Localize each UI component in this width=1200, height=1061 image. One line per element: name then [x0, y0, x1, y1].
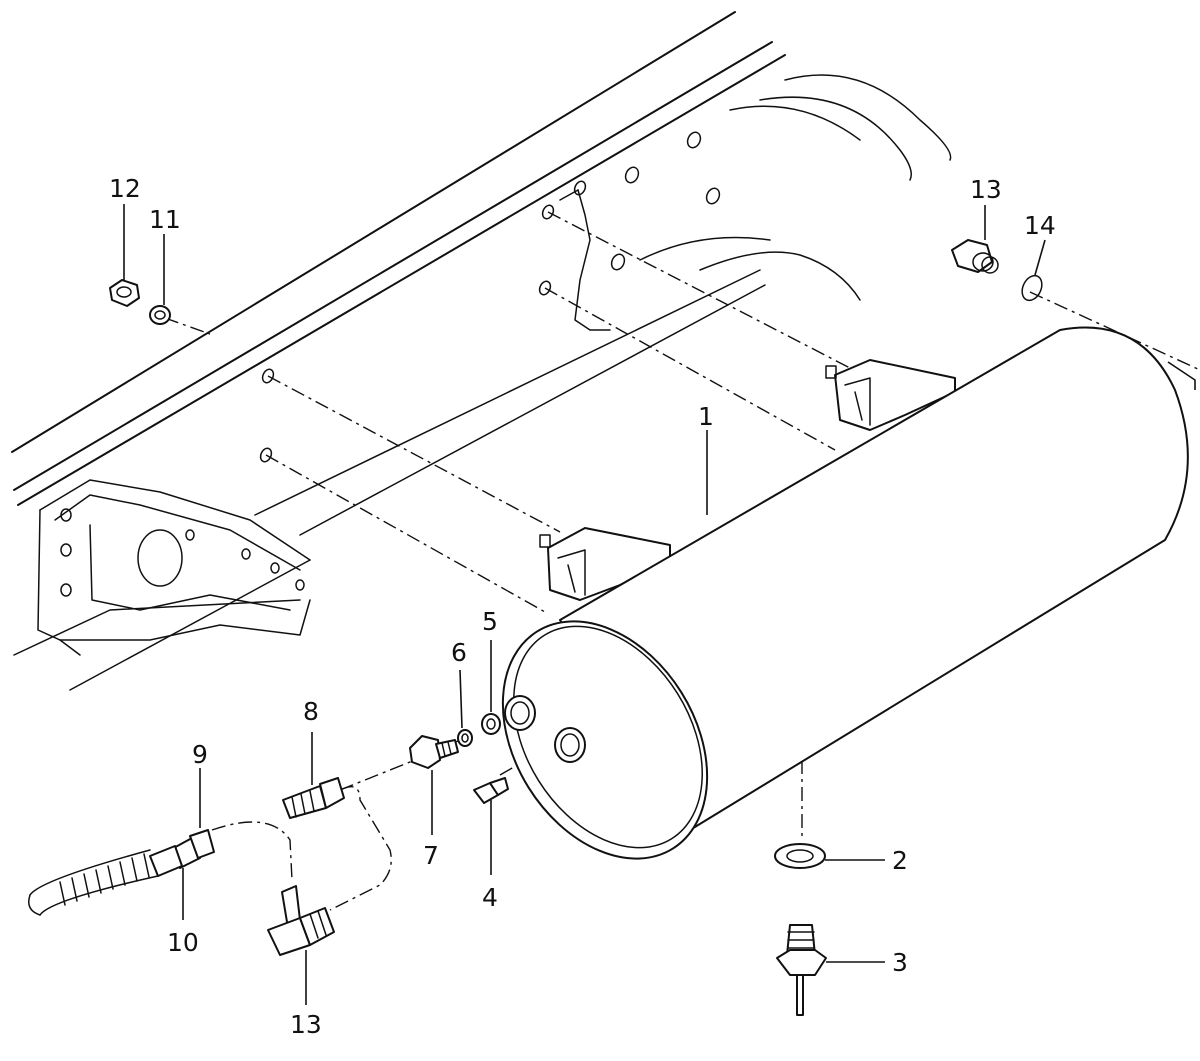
callout-8: 8 [303, 697, 319, 726]
washer-11 [149, 305, 171, 325]
callout-labels: 1 2 3 4 5 6 7 8 9 10 11 12 13 13 14 [109, 174, 1056, 1039]
callout-3: 3 [892, 948, 908, 977]
plug-7 [409, 735, 459, 769]
leader-lines [123, 204, 1196, 1005]
callout-10: 10 [167, 928, 199, 957]
air-tank [501, 326, 1189, 860]
corrugated-hose [28, 849, 159, 916]
connector-8 [282, 777, 345, 819]
callout-5: 5 [482, 607, 498, 636]
callout-6: 6 [451, 638, 467, 667]
plug-4 [473, 777, 509, 804]
nut-12 [109, 279, 140, 307]
drain-valve-3 [776, 924, 827, 1016]
callout-14: 14 [1024, 211, 1056, 240]
o-ring-14 [1021, 274, 1043, 302]
callout-13-top: 13 [970, 175, 1002, 204]
callout-4: 4 [482, 883, 498, 912]
nut-13-top [951, 239, 999, 274]
washer-5 [481, 713, 501, 735]
callout-13-bottom: 13 [290, 1010, 322, 1039]
callout-2: 2 [892, 846, 908, 875]
seal-6 [457, 729, 473, 747]
elbow-fitting-13 [267, 885, 335, 956]
callout-7: 7 [423, 841, 439, 870]
callout-9: 9 [192, 740, 208, 769]
callout-1: 1 [698, 402, 714, 431]
callout-11: 11 [149, 205, 181, 234]
washer-2 [774, 843, 826, 869]
callout-12: 12 [109, 174, 141, 203]
hose-fitting-9-10 [149, 829, 215, 877]
frame-rail [11, 11, 952, 691]
